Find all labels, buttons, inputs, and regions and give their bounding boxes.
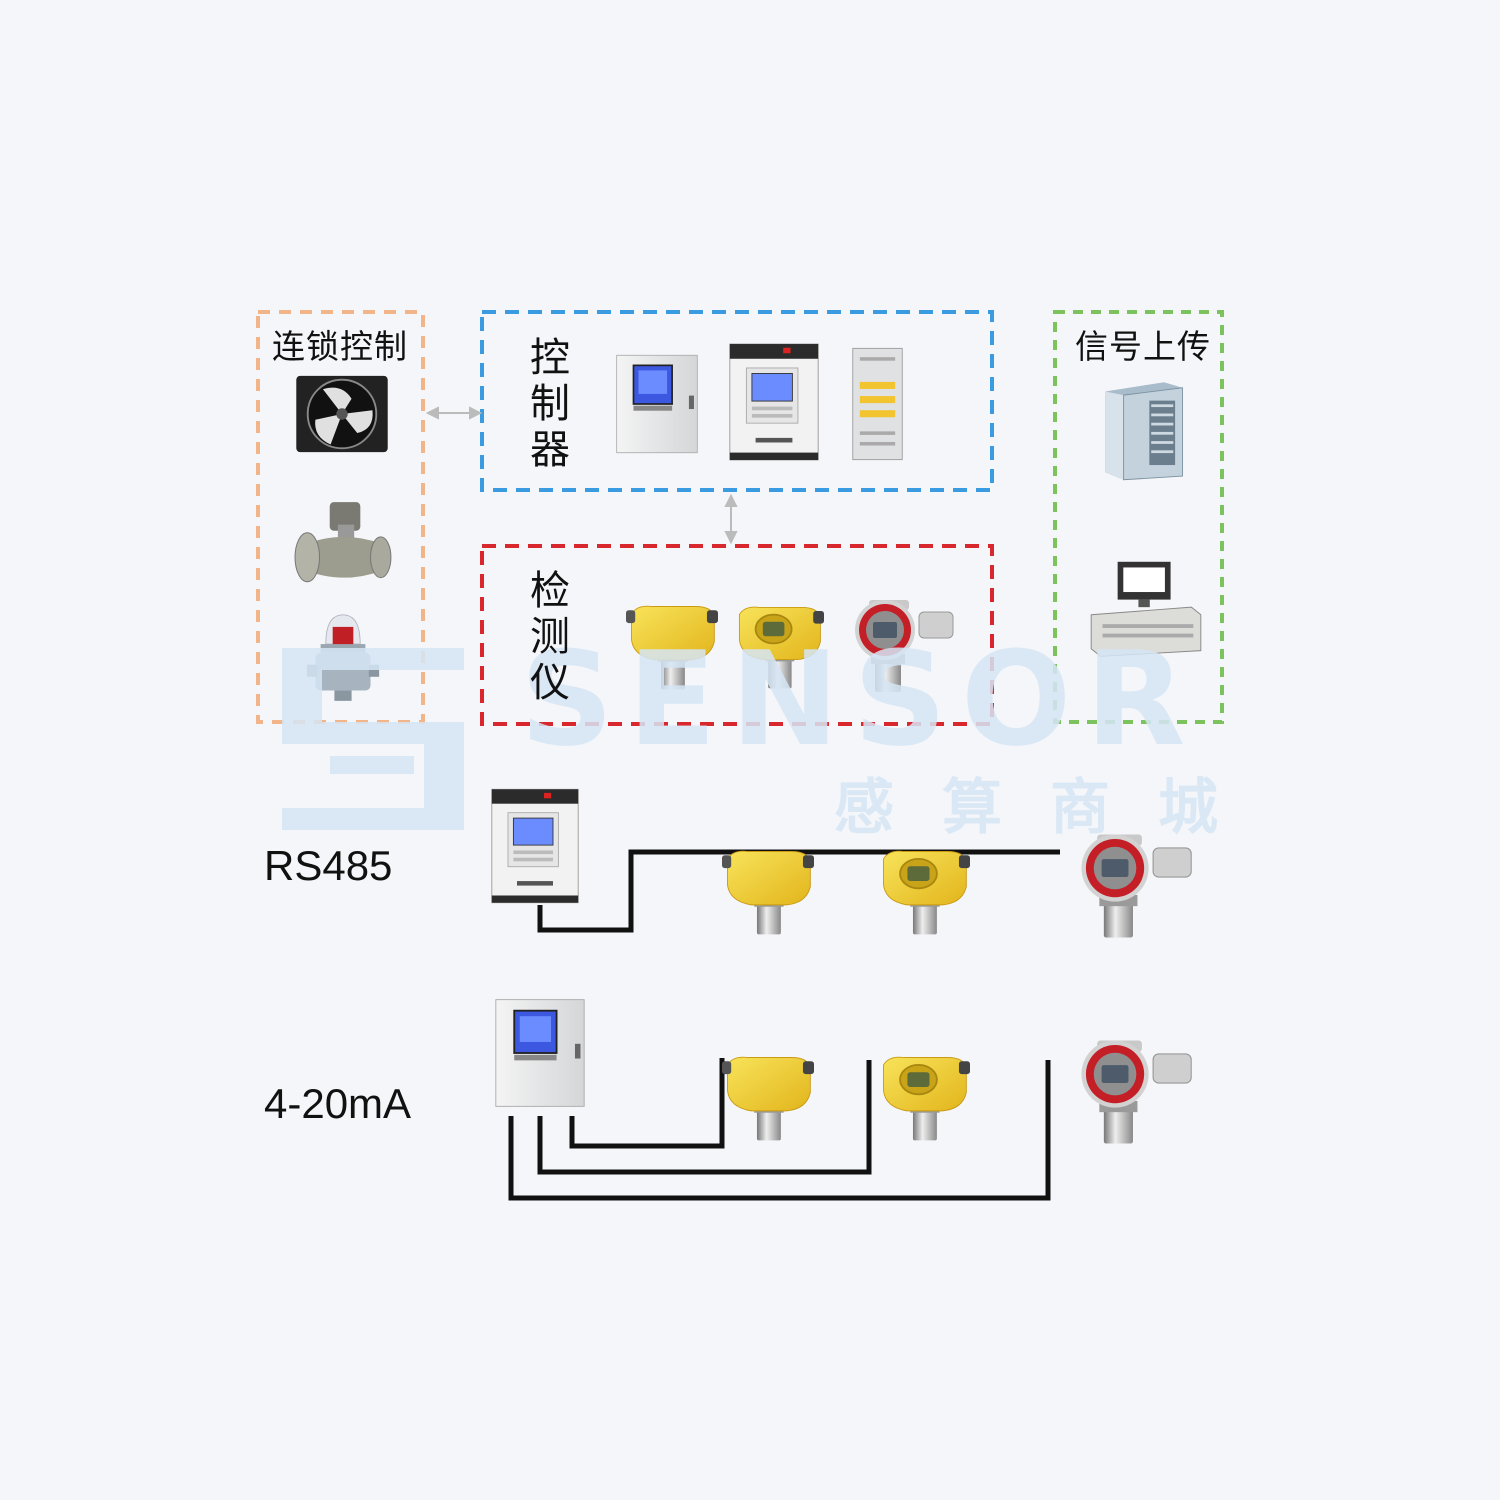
analog-wire-1	[569, 1058, 725, 1149]
watermark-cn: 感算商城	[834, 773, 1266, 843]
watermark: SENSOR 感算商城	[282, 623, 1266, 843]
analog-controller-icon	[494, 998, 586, 1108]
upload-title: 信号上传	[1075, 327, 1211, 366]
watermark-logo-icon	[282, 648, 464, 830]
rs485-yellow-detector-window-icon	[882, 850, 970, 936]
rs485-label: RS485	[264, 842, 393, 889]
controller-title: 控制器	[530, 335, 570, 473]
panel-controller-icon	[729, 343, 819, 461]
detector-frame	[480, 544, 994, 726]
rs485-yellow-detector-icon	[722, 850, 814, 935]
exhaust-fan-icon	[295, 374, 389, 454]
analog-label: 4-20mA	[264, 1080, 412, 1127]
analog-yellow-detector-window-icon	[882, 1056, 970, 1142]
rack-controller-icon	[852, 347, 903, 461]
controller-detector-arrow	[724, 493, 738, 545]
watermark-brand: SENSOR	[520, 623, 1199, 775]
solenoid-valve-icon	[294, 501, 392, 583]
rs485-controller-icon	[491, 788, 579, 904]
analog-red-detector-icon	[1080, 1039, 1192, 1145]
analog-wire-2	[537, 1060, 872, 1175]
interlock-controller-arrow	[425, 406, 483, 420]
interlock-title: 连锁控制	[272, 327, 408, 366]
wall-controller-icon	[615, 354, 699, 454]
controller-frame	[480, 310, 994, 492]
detector-title: 检测仪	[530, 568, 570, 706]
rs485-red-detector-icon	[1080, 833, 1192, 939]
analog-yellow-detector-icon	[722, 1056, 814, 1141]
server-cabinet-icon	[1104, 381, 1183, 481]
analog-wire-3	[508, 1060, 1051, 1201]
